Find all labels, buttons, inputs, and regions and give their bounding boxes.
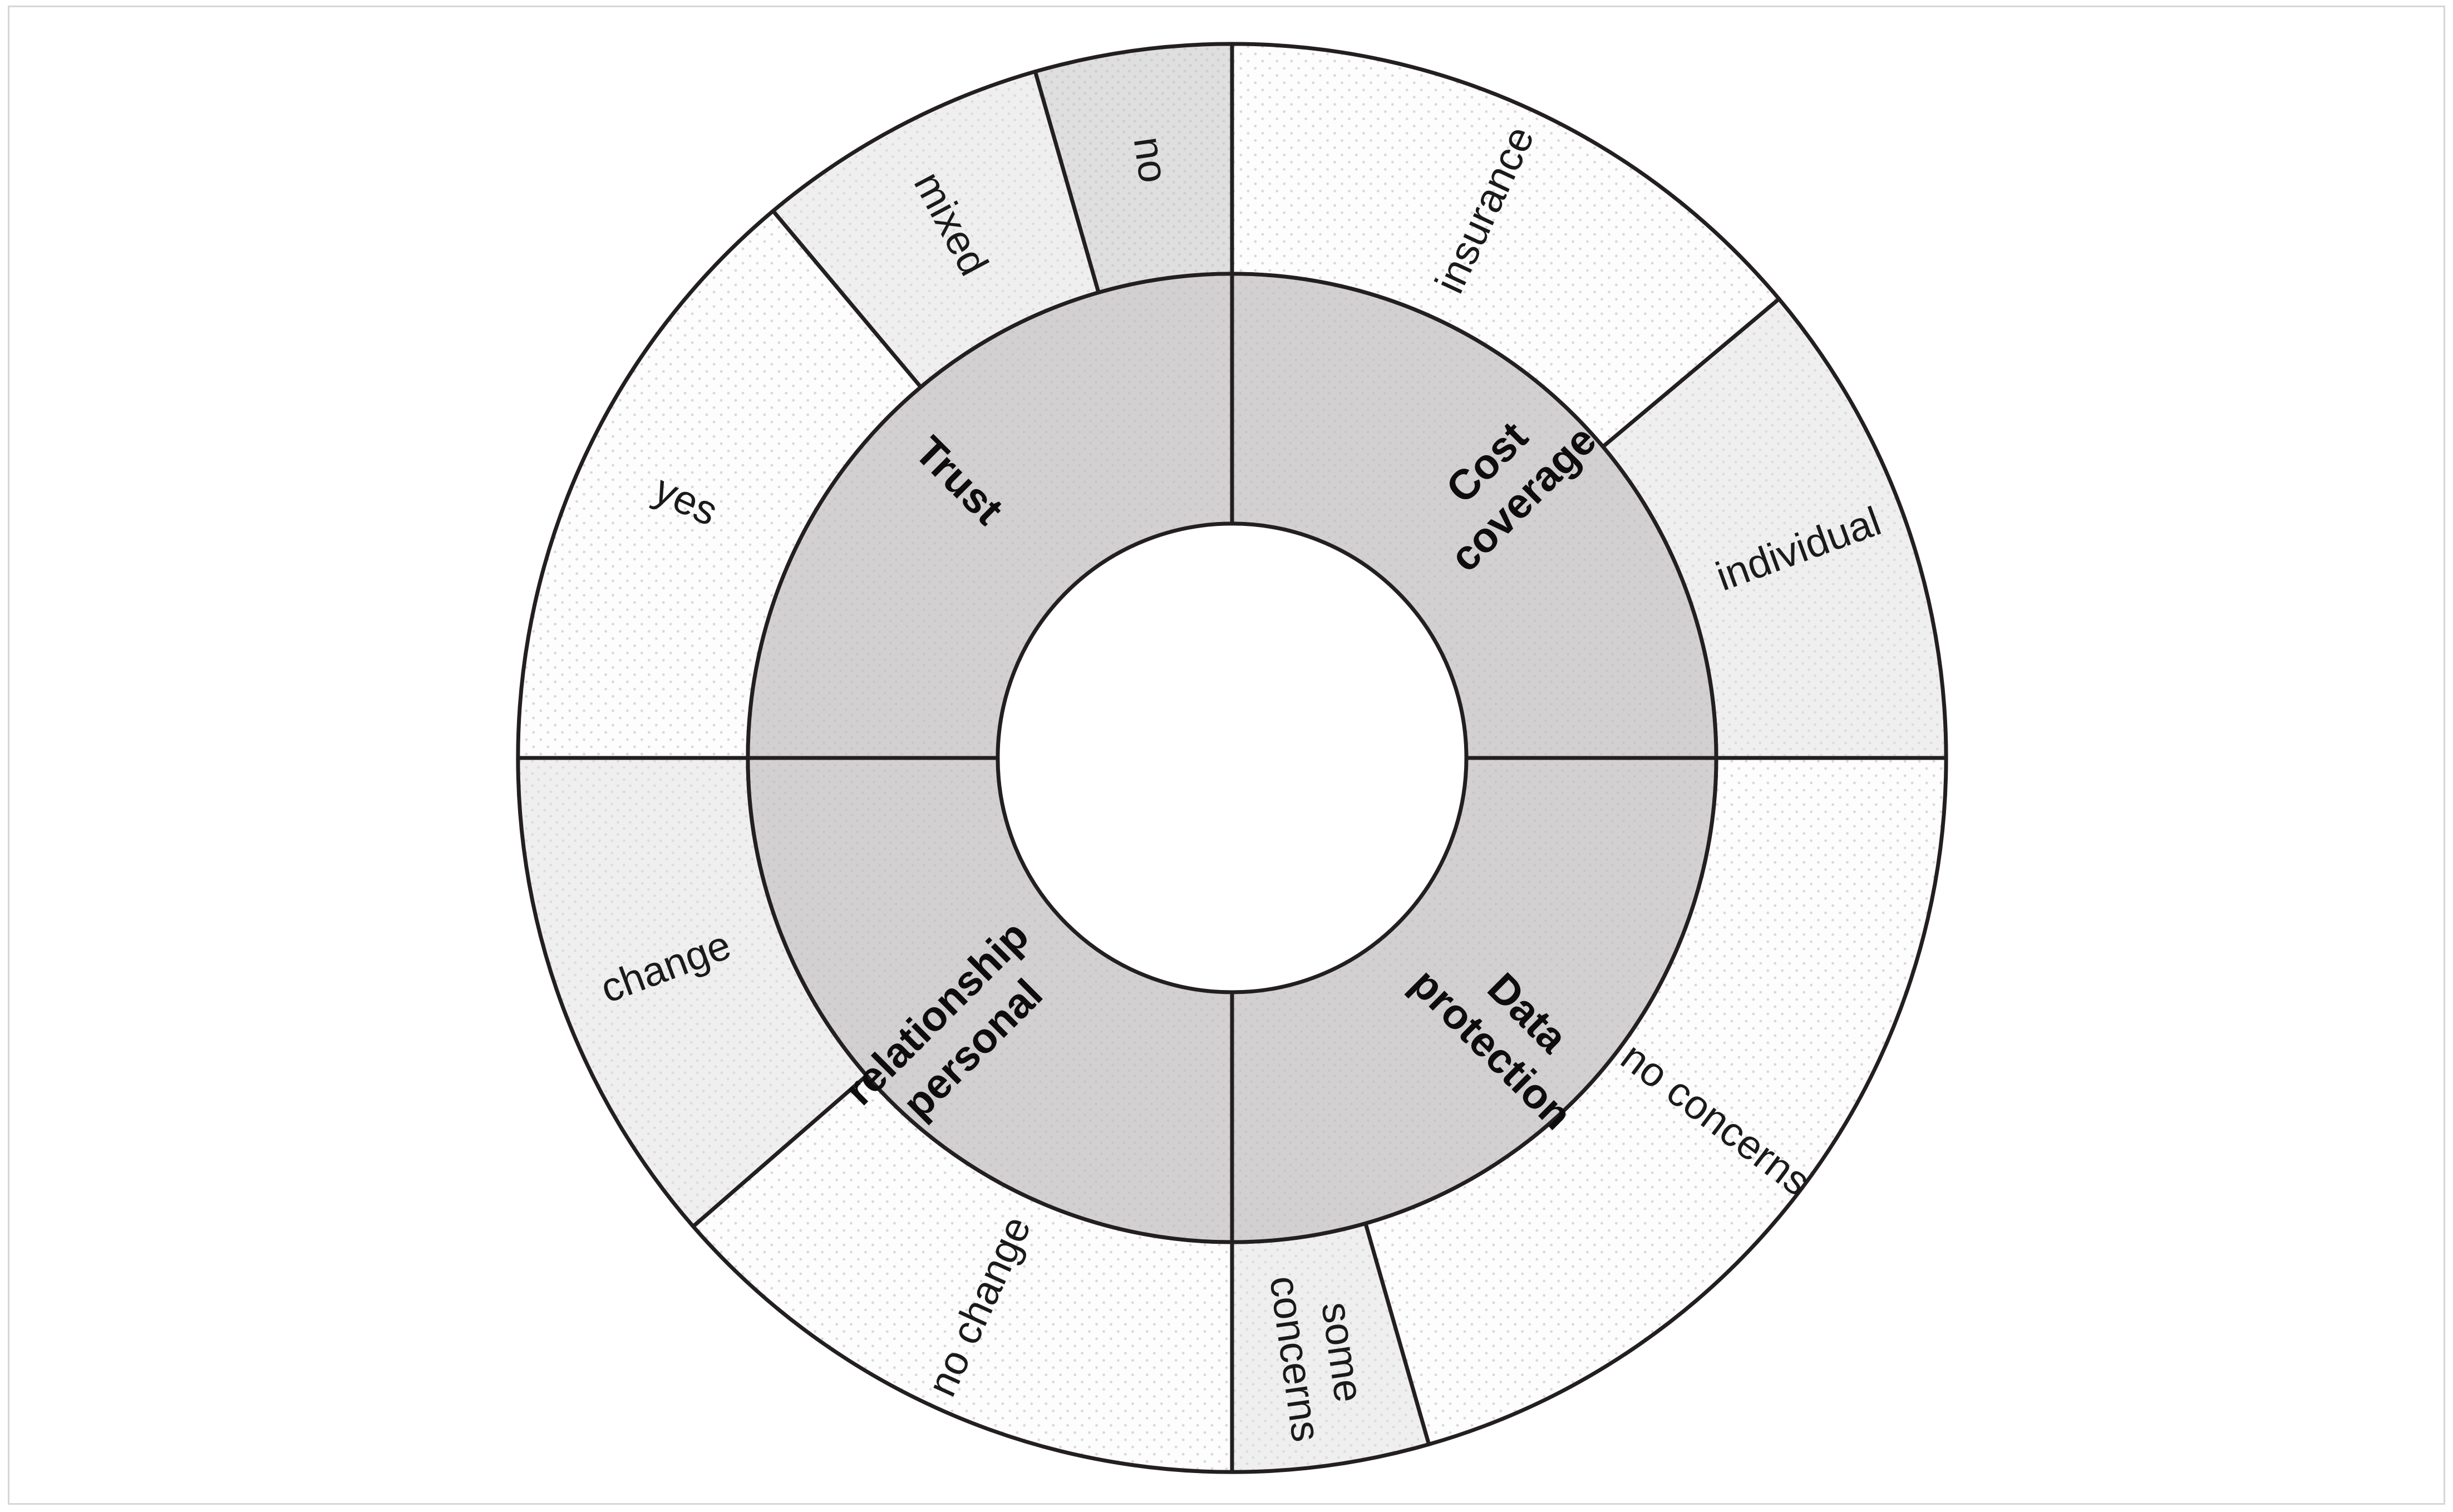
slice-label-line: no bbox=[1125, 134, 1178, 185]
sunburst-slice[interactable] bbox=[1230, 756, 1718, 1244]
outer-ring-group bbox=[516, 42, 1948, 1474]
slice-label: no bbox=[1125, 134, 1178, 185]
sunburst-slice[interactable] bbox=[746, 272, 1234, 760]
sunburst-slice[interactable] bbox=[1230, 272, 1718, 760]
inner-ring-group bbox=[746, 272, 1718, 1244]
sunburst-slice[interactable] bbox=[746, 756, 1234, 1244]
